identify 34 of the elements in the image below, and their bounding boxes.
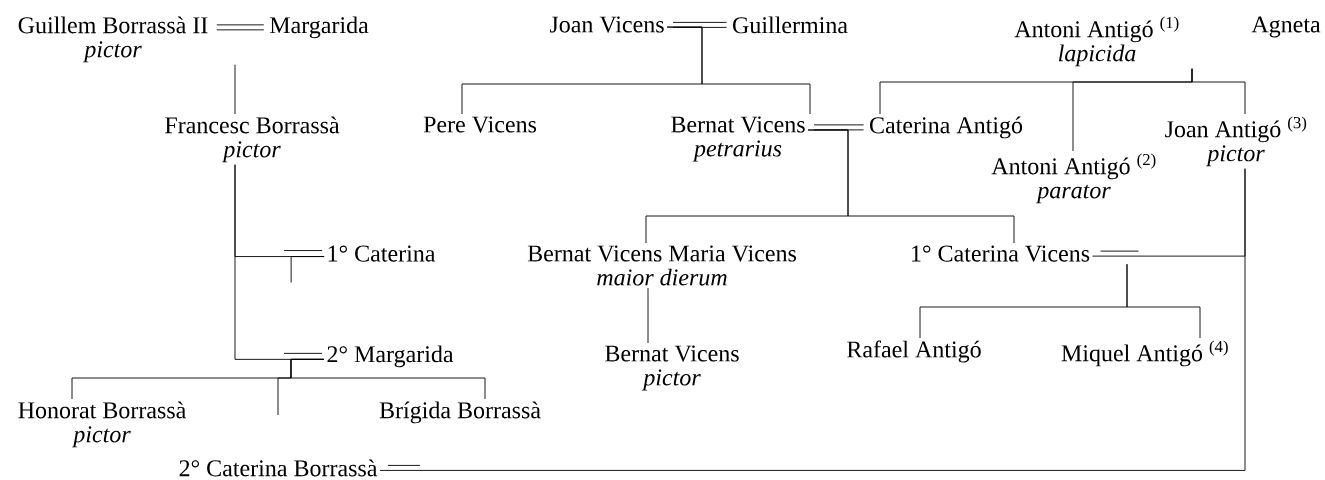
- person-name: Bernat Vicens petrarius: [671, 116, 805, 162]
- marriage-sign: [813, 124, 865, 131]
- person-name: Margarida: [269, 16, 369, 39]
- person-name: Joan Antigó $^{(3)}$ pictor: [1165, 116, 1307, 167]
- descent-line: [647, 287, 649, 344]
- person-name: Francesc Borrassà pictor: [165, 116, 340, 163]
- descent-line: [666, 26, 811, 115]
- descent-line: [290, 358, 486, 400]
- person-name: Brígida Borrassà: [379, 401, 541, 424]
- person-name: Honorat Borrassà pictor: [18, 401, 186, 448]
- person-name: Joan Vicens: [549, 16, 664, 33]
- person-name: Miquel Antigó $^{(4)}$: [1061, 340, 1228, 367]
- descent-line: [379, 168, 1246, 471]
- person-name: Bernat Vicens Maria Vicens maior dierum: [527, 245, 796, 286]
- person-name: Antoni Antigó $^{(1)}$ lapicida: [1014, 16, 1179, 67]
- person-name: Guillem Borrassà II pictor: [18, 16, 208, 63]
- person-name: 1° Caterina: [328, 245, 436, 262]
- person-name: Agneta: [1251, 16, 1321, 38]
- person-name: Bernat Vicens pictor: [605, 345, 739, 391]
- descent-line: [234, 64, 236, 115]
- descent-line: [1191, 68, 1246, 115]
- person-name: Rafael Antigó: [847, 340, 981, 363]
- descent-line: [807, 129, 1015, 244]
- person-name: Guillermina: [733, 16, 848, 34]
- person-name: Pere Vicens: [423, 116, 537, 133]
- marriage-sign: [672, 21, 728, 28]
- person-name: Antoni Antigó $^{(2)}$ parator: [991, 153, 1156, 204]
- descent-line: [290, 256, 325, 283]
- descent-line: [1126, 263, 1201, 339]
- person-name: 2° Margarida: [327, 345, 454, 368]
- person-name: 1° Caterina Vicens: [912, 245, 1090, 262]
- marriage-sign: [216, 24, 265, 31]
- person-name: 2° Caterina Borrassà: [179, 459, 378, 477]
- person-name: Caterina Antigó: [870, 116, 1023, 139]
